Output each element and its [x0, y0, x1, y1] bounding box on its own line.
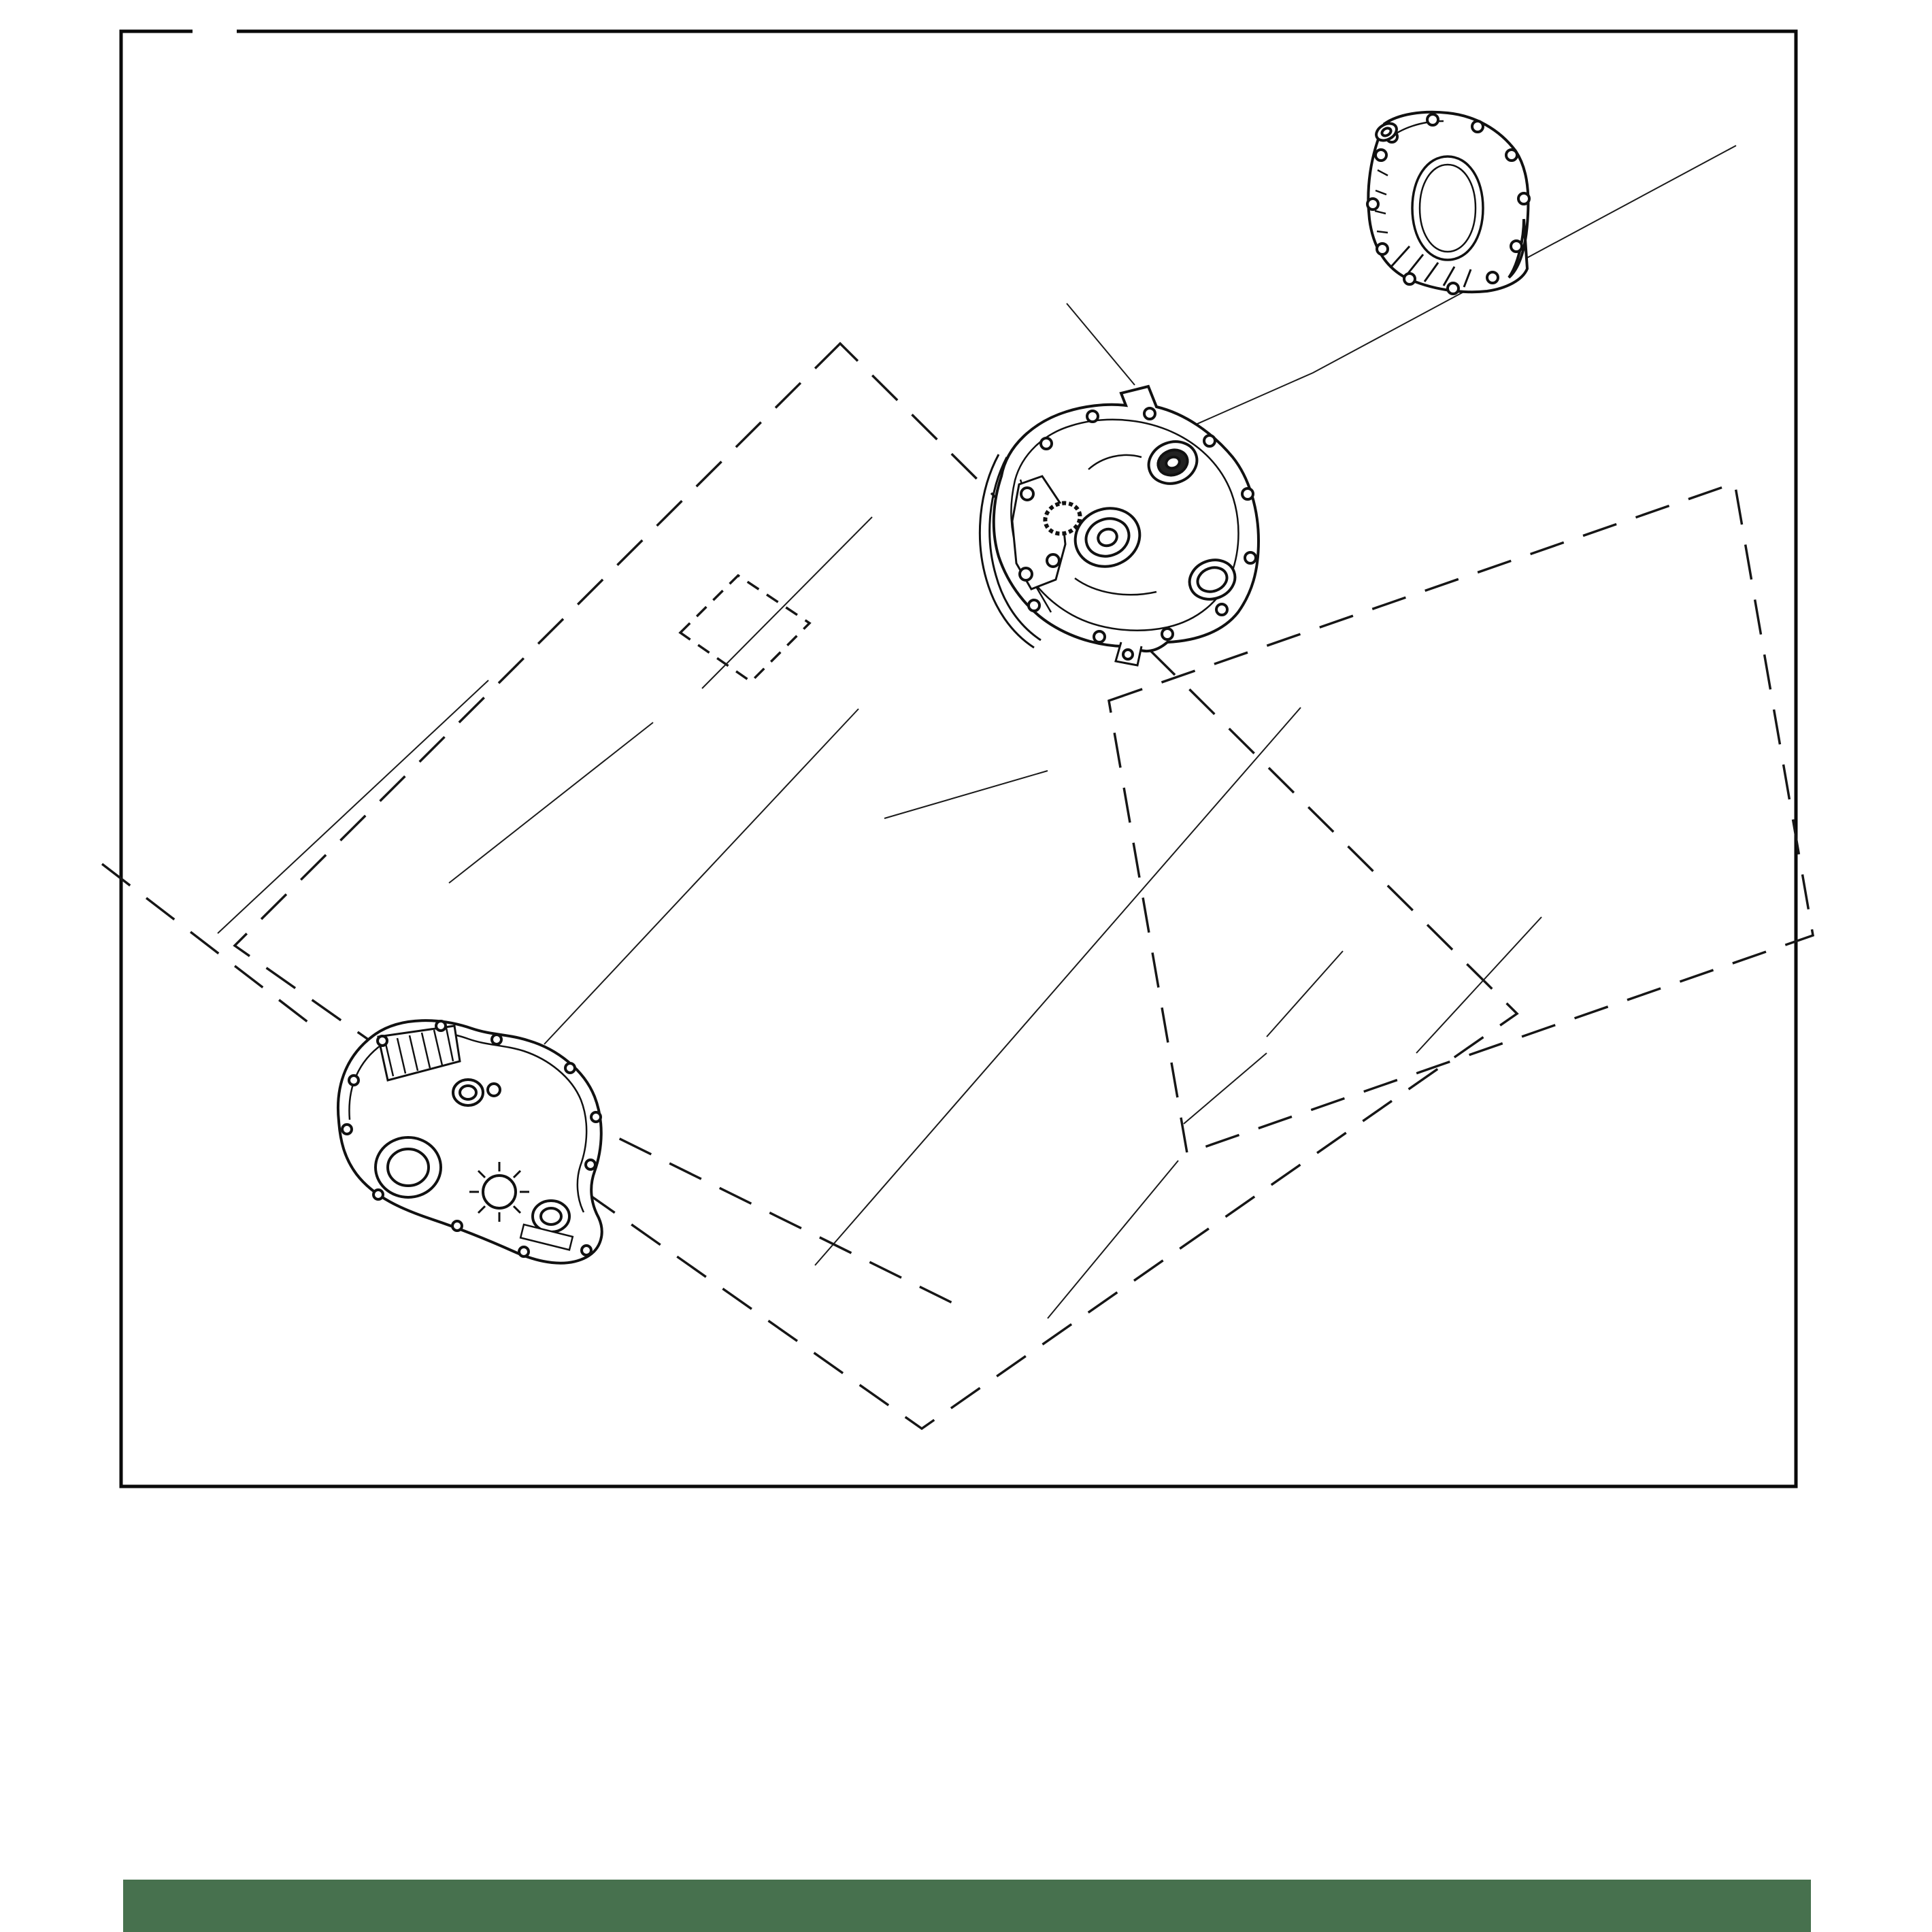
front-cover-housing	[337, 1019, 603, 1265]
dashed-boundaries	[101, 342, 1814, 1431]
rear-cover-housing	[1366, 110, 1531, 295]
assembly-frame	[119, 29, 1798, 1488]
main-gearcase-housing	[992, 384, 1261, 667]
footer-bar	[123, 1880, 1811, 1932]
gearcase-gasket	[978, 454, 1042, 649]
